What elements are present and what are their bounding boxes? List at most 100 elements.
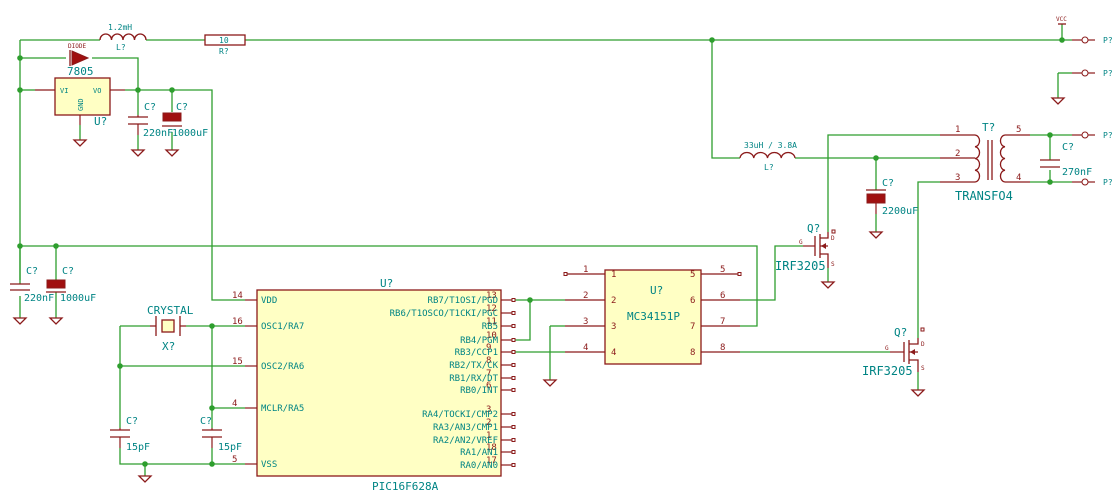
regulator-name: 7805: [67, 65, 94, 78]
driver-left-pin-number: 2: [583, 291, 588, 301]
cap-e: C? 15pF: [110, 416, 150, 453]
pic-right-pin-end: [511, 298, 516, 302]
regulator-pin-gnd: GND: [77, 98, 85, 111]
connector-4-label: P?: [1103, 178, 1113, 187]
pic-right-pin-end: [511, 425, 516, 429]
crystal: CRYSTAL X?: [147, 304, 194, 353]
pic-right-pin-number: 11: [486, 317, 497, 327]
driver-left-pin-name: 2: [611, 296, 616, 306]
mosfet-2-g: G: [885, 345, 889, 352]
driver-right-pin-end: [737, 272, 742, 276]
pic-right-pin-number: 18: [486, 443, 497, 453]
driver-left-pin-number: 4: [583, 343, 588, 353]
transformer-name: TRANSFO4: [955, 189, 1013, 203]
pic-left-pin-number: 5: [232, 455, 237, 465]
pic-ref: U?: [380, 277, 393, 290]
mosfet-2-s: S: [921, 365, 925, 372]
driver-right-pin-number: 7: [720, 317, 725, 327]
transformer: 1 2 3 4 5 T? TRANSFO4: [940, 121, 1030, 203]
pic-left-pin-number: 15: [232, 357, 243, 367]
pic-right-pin-number: 6: [486, 381, 491, 391]
transformer-pin-5: 5: [1016, 125, 1021, 135]
wires: [19, 24, 1072, 476]
connector-1: P?: [1072, 36, 1113, 45]
regulator-pin-vi: VI: [60, 87, 68, 95]
transformer-ref: T?: [982, 121, 995, 134]
pic-right-pin-name: RB5: [482, 322, 498, 332]
pic-right-pin-name: RA4/TOCKI/CMP2: [422, 410, 498, 420]
pic-right-pin-number: 3: [486, 405, 491, 415]
cap-f-ref: C?: [200, 416, 212, 427]
mosfet-1-g: G: [799, 239, 803, 246]
driver-left-pin-number: 3: [583, 317, 588, 327]
pic-right-pin-name: RB3/CCP1: [455, 348, 498, 358]
pic-right-pin-number: 2: [486, 418, 491, 428]
pic-left-pin-number: 16: [232, 317, 243, 327]
pic-right-pin-name: RB1/RX/DT: [449, 374, 498, 384]
driver-left-pin-name: 3: [611, 322, 616, 332]
driver-name: MC34151P: [627, 310, 680, 323]
cap-h: C? 270nF: [1040, 142, 1092, 178]
crystal-name: CRYSTAL: [147, 304, 194, 317]
cap-c: C? 220nF: [10, 266, 54, 304]
diode-label: DIODE: [68, 43, 86, 50]
pic-left-pin-name: OSC2/RA6: [261, 362, 304, 372]
connector-2: P?: [1072, 69, 1113, 78]
cap-a-ref: C?: [144, 102, 156, 113]
pic-right-pin-name: RA1/AN1: [460, 448, 498, 458]
connector-3-label: P?: [1103, 131, 1113, 140]
pic-right-pin-name: RB2/TX/CK: [449, 361, 498, 371]
resistor-top: 10 R?: [204, 34, 246, 56]
inductor-mid-value: 33uH / 3.8A: [744, 141, 797, 150]
pic-left-pin-name: VSS: [261, 460, 277, 470]
connector-1-label: P?: [1103, 36, 1113, 45]
driver-left-pin-name: 1: [611, 270, 616, 280]
pic-left-pin-name: OSC1/RA7: [261, 322, 304, 332]
pic-right-pin-end: [511, 438, 516, 442]
pic-right-pin-end: [511, 388, 516, 392]
driver-right-pin-number: 8: [720, 343, 725, 353]
connectors: P? P? P? P?: [1072, 36, 1113, 187]
regulator-7805: 7805 VI VO GND U?: [35, 65, 125, 128]
cap-h-value: 270nF: [1062, 167, 1092, 178]
pic-right-pin-name: RB6/T1OSCO/T1CKI/PGC: [390, 309, 498, 319]
driver-right-pin-name: 6: [690, 296, 695, 306]
pic-right-pin-number: 12: [486, 304, 497, 314]
inductor-top-value: 1.2mH: [108, 23, 132, 32]
driver-left-pin-number: 1: [583, 265, 588, 275]
pic-right-pin-end: [511, 412, 516, 416]
pic-right-pin-name: RA0/AN0: [460, 461, 498, 471]
mosfet-2-ref: Q?: [894, 326, 907, 339]
pic-right-pin-number: 17: [486, 456, 497, 466]
pic-right-pin-end: [511, 338, 516, 342]
inductor-top: 1.2mH L?: [99, 23, 147, 52]
cap-b-ref: C?: [176, 102, 188, 113]
pic-right-pin-end: [511, 450, 516, 454]
cap-g-ref: C?: [882, 178, 894, 189]
pic-right-pin-number: 8: [486, 356, 491, 366]
pic-right-pin-name: RA2/AN2/VREF: [433, 436, 498, 446]
connector-2-label: P?: [1103, 69, 1113, 78]
mosfet-1-name: IRF3205: [775, 259, 826, 273]
cap-e-ref: C?: [126, 416, 138, 427]
pic-left-pin-number: 14: [232, 291, 243, 301]
mosfet-1: G D S Q? IRF3205: [775, 222, 836, 273]
cap-d-ref: C?: [62, 266, 74, 277]
pic-right-pin-end: [511, 311, 516, 315]
resistor-top-ref: R?: [219, 47, 229, 56]
regulator-ref: U?: [94, 115, 107, 128]
connector-3: P?: [1072, 131, 1113, 140]
mosfet-2-name: IRF3205: [862, 364, 913, 378]
mosfet-1-d: D: [831, 235, 835, 242]
pic-right-pin-number: 13: [486, 291, 497, 301]
pic-right-pin-end: [511, 324, 516, 328]
cap-g-value: 2200uF: [882, 206, 918, 217]
pic-left-pin-name: MCLR/RA5: [261, 404, 304, 414]
driver-right-pin-number: 6: [720, 291, 725, 301]
connector-4: P?: [1072, 178, 1113, 187]
